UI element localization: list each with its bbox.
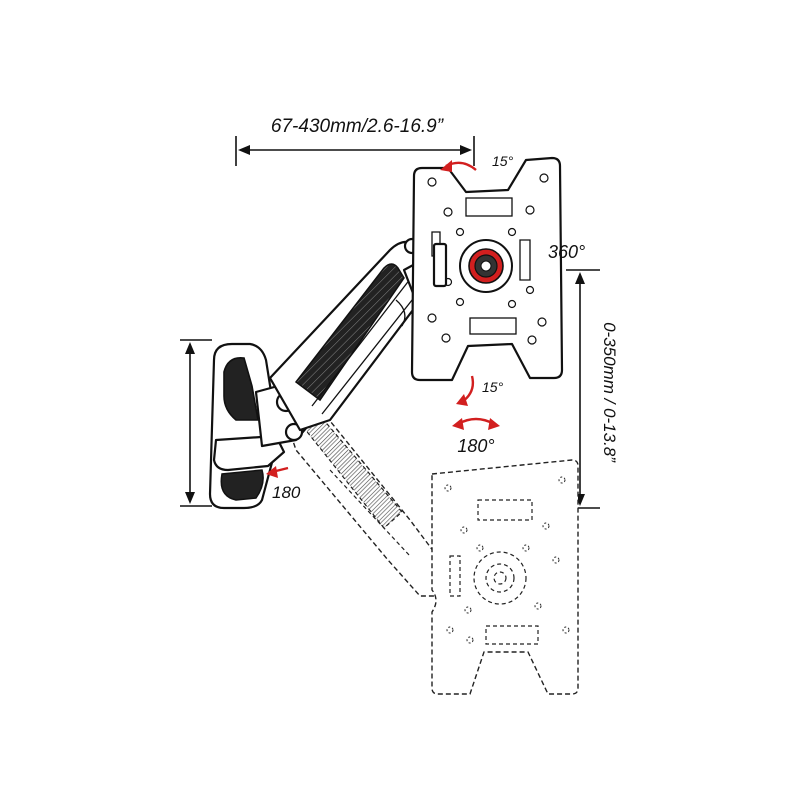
plate-slot-bottom xyxy=(469,317,517,335)
rotate-label: 360° xyxy=(548,242,585,262)
base-swivel-label: 180 xyxy=(272,483,301,502)
rotate-indicator: 360° xyxy=(548,242,585,262)
plate-slot-top xyxy=(465,197,513,217)
tilt-bracket xyxy=(432,242,448,288)
plate-swivel-label: 180° xyxy=(457,436,494,456)
ghost-rotation-hub-center xyxy=(493,571,507,585)
plate-side-slot-right xyxy=(519,239,531,281)
ghost-plate-slot-top xyxy=(477,499,533,521)
height-arrowhead-top xyxy=(575,272,585,284)
extension-arrowhead-right xyxy=(460,145,472,155)
arm-cable-clip xyxy=(395,299,406,327)
height-label: 0-350mm / 0-13.8” xyxy=(600,322,619,463)
vesa-plate xyxy=(410,156,564,382)
extension-arrowhead-left xyxy=(238,145,250,155)
tilt-down-indicator: 15° xyxy=(456,375,504,406)
ghost-arm-grip xyxy=(303,417,403,529)
wall-mount-base xyxy=(208,342,320,510)
base-swivel-indicator: 180 xyxy=(266,466,301,502)
ghost-arm-edge xyxy=(329,469,411,557)
rotation-hub-bolt xyxy=(480,260,492,272)
tilt-down-label: 15° xyxy=(482,379,504,395)
height-dimension: 0-350mm / 0-13.8” xyxy=(566,269,619,509)
arm-grip-pad xyxy=(294,263,405,402)
plate-holes xyxy=(427,173,549,345)
ghost-rotation-hub xyxy=(473,551,527,605)
ghost-plate-holes xyxy=(444,476,570,644)
wall-plate-dimension xyxy=(180,339,212,507)
lowered-position-ghost xyxy=(285,405,579,695)
plate-swivel-arrowhead-left xyxy=(452,418,464,430)
ghost-rotation-hub-inner xyxy=(485,563,515,593)
tilt-up-indicator: 15° xyxy=(440,153,514,172)
arm-lower-edge xyxy=(311,273,415,407)
base-foot xyxy=(220,469,264,501)
extension-dimension: 67-430mm/2.6-16.9” xyxy=(235,116,475,166)
plate-swivel-arrow xyxy=(457,417,495,426)
tilt-down-arrowhead xyxy=(456,394,468,406)
base-swivel-arrowhead xyxy=(266,466,278,478)
plate-swivel-indicator: 180° xyxy=(452,417,500,456)
wall-plate-recess xyxy=(223,356,259,421)
ghost-tilt-bracket xyxy=(449,555,461,597)
tilt-up-arrowhead xyxy=(440,160,452,172)
plate-swivel-arrowhead-right xyxy=(488,418,500,430)
extension-label: 67-430mm/2.6-16.9” xyxy=(271,116,445,137)
ghost-vesa-plate xyxy=(431,459,579,695)
tilt-up-label: 15° xyxy=(492,153,514,169)
wall-dim-arrowhead-top xyxy=(185,342,195,354)
wall-dim-arrowhead-bottom xyxy=(185,492,195,504)
